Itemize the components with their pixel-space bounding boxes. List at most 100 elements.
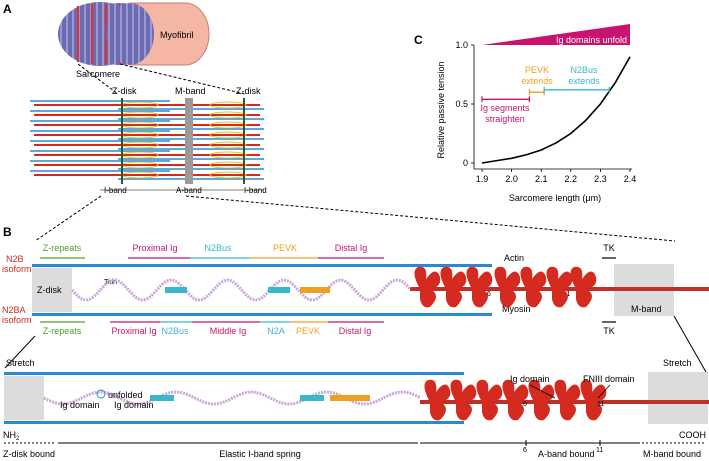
sarcomere-schematic [30, 98, 264, 184]
scale-11: 11 [596, 447, 603, 454]
n2b-line2: isoform [2, 264, 32, 274]
n2ba-line2: isoform [2, 315, 32, 325]
myosin-heads-top [414, 266, 597, 308]
unfolded-line2: Ig domain [114, 400, 154, 410]
panel-a-letter: A [3, 2, 12, 16]
n2b-line1: N2B [6, 254, 24, 264]
titin-spring-stretched [43, 390, 421, 406]
x-tick-label: 2.3 [594, 174, 607, 184]
y-tick-label: 0 [463, 158, 468, 168]
n2bus-block-top [165, 287, 187, 293]
titin-loop [209, 101, 247, 109]
top-distal: Distal Ig [335, 243, 368, 253]
pevk-block-bottom [330, 395, 370, 401]
top-tk: TK [603, 243, 615, 253]
mband-label: M-band [631, 304, 662, 314]
stretch-arrow-right [673, 315, 707, 373]
stretch-arrow-left [4, 335, 36, 369]
myosin-head [502, 379, 529, 421]
fniii-pointer [597, 384, 611, 399]
myofibril-label: Myofibril [160, 30, 194, 40]
n2a-block-top [268, 287, 290, 293]
top-proximal: Proximal Ig [132, 243, 177, 253]
ig-domain-right: Ig domain [510, 374, 550, 384]
titin-loop [209, 151, 247, 159]
stretch-right: Stretch [663, 358, 692, 368]
elastic-spring: Elastic I-band spring [219, 449, 301, 459]
zoom-line-b-left [34, 195, 102, 242]
top-n2bus: N2Bus [204, 243, 232, 253]
actin-top [32, 264, 492, 267]
titin-loop [209, 121, 247, 129]
mband-stretch-box [648, 372, 708, 424]
mband-bound: M-band bound [643, 449, 701, 459]
zoom-line-b-right [185, 195, 676, 242]
panel-b: B N2B isoform N2BA isoform Z-repeats Pro… [2, 225, 709, 459]
myosin-head [580, 379, 607, 421]
titin-strand [43, 390, 421, 406]
top-pevk: PEVK [273, 243, 297, 253]
fniii-domain: FNIII domain [583, 374, 635, 384]
n2bus-extends-line2: extends [568, 76, 600, 86]
chart-ylabel: Relative passive tension [436, 61, 446, 158]
x-tick-label: 1.9 [476, 174, 489, 184]
actin-stretch-top [4, 372, 464, 375]
myosin-head [520, 266, 547, 308]
a-iband-right: I-band [244, 186, 267, 195]
n2bus-extends-line1: N2Bus [570, 65, 598, 75]
x-tick-label: 2.1 [535, 174, 548, 184]
mband-bar [185, 98, 193, 184]
a-zdisk-right: Z-disk [236, 86, 261, 96]
ig-domain-pointer [529, 384, 556, 399]
ig-domain-left: Ig domain [60, 400, 100, 410]
myosin-head [440, 266, 467, 308]
x-tick-label: 2.4 [624, 174, 637, 184]
nh2-sub: 2 [16, 436, 20, 442]
sarcomere-label: Sarcomere [76, 69, 120, 79]
a-mband: M-band [175, 86, 206, 96]
chart-xlabel: Sarcomere length (μm) [509, 193, 601, 203]
panel-c-letter: C [414, 33, 423, 47]
y-tick-label: 1.0 [455, 40, 468, 50]
a-aband: A-band [176, 186, 202, 195]
unfolded-domain-marker [96, 389, 106, 399]
nh2-label: NH2 [3, 430, 20, 442]
aband-bound: A-band bound [538, 449, 595, 459]
num6-top: 6 [487, 291, 491, 298]
myosin-label: Myosin [502, 304, 531, 314]
bottom-n2a: N2A [267, 326, 285, 336]
titin-loop [209, 141, 247, 149]
myosin-head [424, 379, 451, 421]
actin-label: Actin [504, 253, 524, 263]
titin-loop [209, 171, 247, 179]
nh2-main: NH [3, 430, 16, 440]
titin-loop [209, 131, 247, 139]
zdisk-stretch-box [4, 376, 44, 420]
panel-b-letter: B [3, 225, 12, 239]
bottom-middle: Middle Ig [210, 326, 247, 336]
myofibril-front-stripes [106, 3, 154, 65]
igseg-line2: straighten [485, 114, 525, 124]
cooh-label: COOH [679, 430, 706, 440]
unfolded-line1: unfolded [108, 390, 143, 400]
igseg-line1: Ig segments [480, 103, 530, 113]
bottom-proximal: Proximal Ig [111, 326, 156, 336]
unfold-label: Ig domains unfold [556, 35, 627, 45]
x-tick-label: 2.0 [505, 174, 518, 184]
actin-stretch-bottom [4, 421, 464, 424]
x-tick-label: 2.2 [565, 174, 578, 184]
myosin-head [476, 379, 503, 421]
titin-spring-top [70, 278, 412, 302]
num6-bottom: 6 [523, 401, 527, 408]
zoom-line-left [77, 63, 119, 95]
tension-curve [481, 56, 631, 164]
zdisk-box [32, 268, 72, 312]
myosin-head [528, 379, 555, 421]
a-zdisk-left: Z-disk [112, 86, 137, 96]
myosin-head [414, 266, 441, 308]
titin-loop [209, 111, 247, 119]
myosin-head [494, 266, 521, 308]
titin-loop [209, 161, 247, 169]
a-iband-left: I-band [104, 186, 127, 195]
